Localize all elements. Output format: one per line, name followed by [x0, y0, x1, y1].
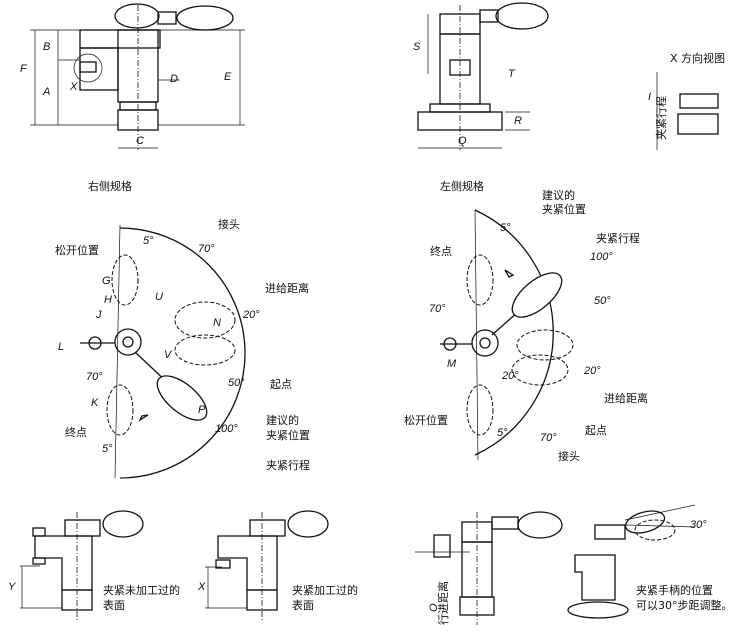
dim-X-bottom: X	[197, 581, 206, 593]
label-feed: 进给距离	[604, 391, 648, 405]
dim-X: X	[69, 81, 78, 93]
right-spec-title: 右侧规格	[88, 179, 132, 193]
dim-O: O	[428, 603, 440, 612]
label-machined: 夹紧加工过的	[292, 583, 358, 597]
dim-V: V	[164, 349, 173, 361]
label-start: 起点	[585, 424, 607, 437]
label-angle: 50°	[228, 377, 245, 389]
knob-icon	[495, 2, 549, 30]
arrow-icon	[504, 269, 515, 278]
label-angle: 20°	[242, 309, 260, 321]
label-angle: 100°	[215, 423, 238, 435]
label-angle: 50°	[594, 295, 611, 307]
bottom-unmachined: Y 夹紧未加工过的 表面	[8, 510, 180, 620]
label-angle: 20°	[501, 370, 519, 382]
dim-S: S	[413, 41, 421, 53]
label-angle: 100°	[590, 251, 613, 263]
label-end: 终点	[65, 425, 87, 439]
label-angle: 30°	[690, 519, 707, 531]
label-clamp-stroke: 夹紧行程	[266, 459, 310, 472]
dim-A: A	[42, 86, 50, 98]
dim-F: F	[20, 63, 28, 75]
arrow-icon	[138, 414, 149, 422]
label-joint: 接头	[558, 450, 580, 463]
x-view-stroke-label: 夹紧行程	[655, 96, 668, 140]
x-view-title: X 方向视图	[670, 51, 725, 65]
label-machined: 表面	[292, 598, 314, 612]
dim-B: B	[43, 41, 50, 53]
label-suggest: 建议的	[542, 188, 575, 202]
dim-N: N	[213, 317, 221, 329]
dim-U: U	[155, 291, 163, 303]
label-angle: 5°	[497, 427, 508, 439]
label-release: 松开位置	[404, 413, 448, 427]
bottom-isometric: 30° 夹紧手柄的位置 可以30°步距调整。	[567, 504, 733, 619]
dim-G: G	[102, 275, 111, 287]
label-end: 终点	[430, 244, 452, 258]
label-angle: 5°	[143, 235, 154, 247]
x-direction-view: X 方向视图 I 夹紧行程	[648, 51, 725, 150]
dim-M: M	[447, 358, 457, 370]
label-start: 起点	[270, 378, 292, 391]
knob-icon	[176, 5, 234, 31]
dim-K: K	[91, 397, 99, 409]
dim-P: P	[198, 404, 206, 416]
dim-E: E	[224, 71, 232, 83]
dim-R: R	[514, 115, 522, 127]
knob-icon	[114, 3, 160, 29]
label-suggest: 建议的	[266, 413, 299, 427]
label-angle: 70°	[429, 303, 446, 315]
label-angle: 5°	[500, 222, 511, 234]
front-view-right: F B A X D E C	[20, 3, 245, 150]
label-angle: 5°	[102, 443, 113, 455]
dim-I: I	[648, 91, 651, 103]
dim-J: J	[95, 309, 102, 321]
label-suggest: 夹紧位置	[542, 202, 586, 216]
dim-T: T	[508, 68, 516, 80]
dim-Y: Y	[8, 581, 16, 593]
label-release: 松开位置	[55, 243, 99, 257]
label-angle: 20°	[583, 365, 601, 377]
right-spec-diagram: 右侧规格 接头 70° 5° 松开位置 G H U J N 进给距离 20° L…	[55, 179, 310, 479]
left-spec-title: 左侧规格	[440, 179, 484, 193]
label-suggest: 夹紧位置	[266, 428, 310, 442]
label-angle: 70°	[540, 432, 557, 444]
left-spec-diagram: 左侧规格 建议的 夹紧位置 5° 夹紧行程 100° 终点 50° 70° M …	[404, 179, 648, 463]
label-unmachined: 夹紧未加工过的	[103, 583, 180, 597]
dim-H: H	[104, 294, 112, 306]
bottom-machined: X 夹紧加工过的 表面	[197, 510, 358, 620]
label-unmachined: 表面	[103, 598, 125, 612]
label-adjust: 可以30°步距调整。	[636, 598, 733, 612]
label-clamp-stroke: 夹紧行程	[596, 232, 640, 245]
label-travel: 行进距离	[436, 581, 450, 625]
dim-D: D	[170, 73, 178, 85]
side-view: S T R Q	[413, 2, 549, 150]
label-adjust: 夹紧手柄的位置	[636, 583, 713, 597]
dim-L: L	[58, 341, 64, 353]
dim-C: C	[136, 135, 144, 147]
bottom-travel: O 行进距离	[415, 511, 563, 625]
dim-Q: Q	[458, 135, 467, 147]
label-feed: 进给距离	[265, 281, 309, 295]
label-angle: 70°	[198, 243, 215, 255]
label-joint: 接头	[218, 218, 240, 231]
label-angle: 70°	[86, 371, 103, 383]
